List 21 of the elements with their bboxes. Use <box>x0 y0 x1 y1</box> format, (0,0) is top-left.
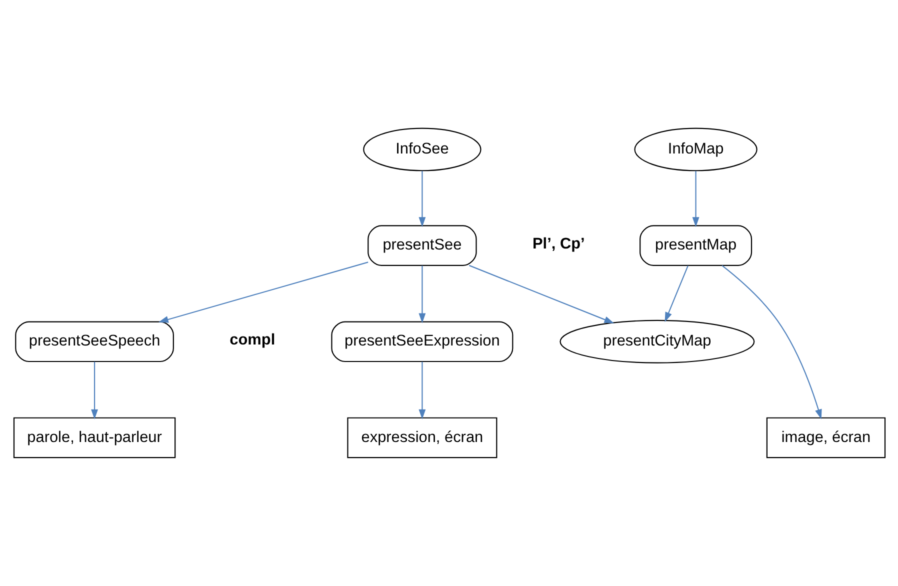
arrow <box>664 265 688 322</box>
arrow <box>692 170 699 228</box>
node-box: presentSee <box>367 225 476 266</box>
node-box: presentSeeSpeech <box>14 321 174 362</box>
node-ellipse: presentCityMap <box>559 320 754 364</box>
node-box: image, écran <box>766 417 886 458</box>
node-box: presentSeeExpression <box>330 321 513 362</box>
node-box: expression, écran <box>346 417 497 458</box>
arrow <box>418 170 426 228</box>
node-ellipse: InfoMap <box>634 128 757 172</box>
arrow <box>721 265 822 420</box>
arrow <box>468 264 614 324</box>
arrow <box>158 262 368 323</box>
arrow <box>418 362 426 420</box>
node-ellipse: InfoSee <box>362 128 481 172</box>
node-box: presentMap <box>639 225 752 266</box>
node-box: parole, haut-parleur <box>12 417 176 458</box>
label: compl <box>229 332 275 349</box>
arrow <box>418 266 426 324</box>
arrow <box>90 362 98 420</box>
label: Pl’, Cp’ <box>532 236 584 253</box>
